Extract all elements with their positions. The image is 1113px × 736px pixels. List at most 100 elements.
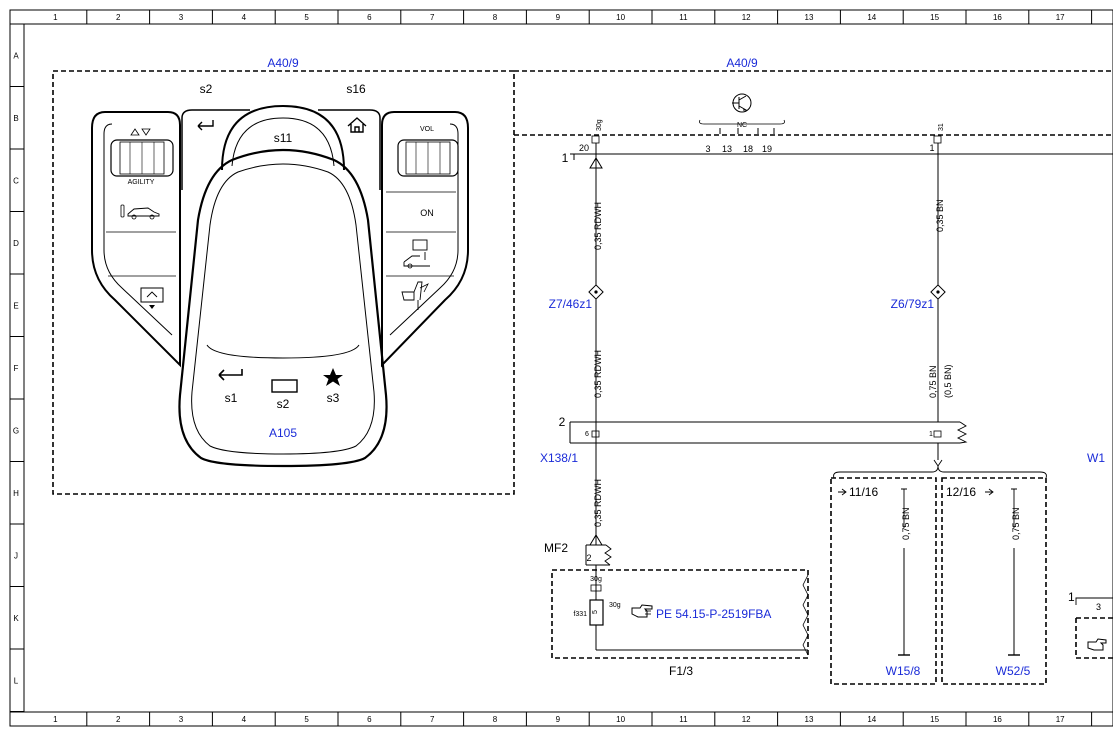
grid-column-label: 4: [242, 715, 247, 724]
splice-z7-label[interactable]: Z7/46z1: [549, 297, 593, 311]
grid-column-label: 8: [493, 715, 498, 724]
w1-partial-label[interactable]: W1: [1087, 451, 1105, 465]
fuse-rating-label: 5: [592, 610, 599, 614]
grid-row-label: A: [13, 51, 19, 60]
mf2-label: MF2: [544, 541, 568, 555]
x138-label[interactable]: X138/1: [540, 451, 578, 465]
nc-pin-13: 13: [722, 144, 732, 154]
pin-20-label: 20: [579, 143, 589, 153]
fuse-id-label: f331: [573, 611, 587, 618]
grid-row-label: D: [13, 239, 19, 248]
camera-parking-icon: [403, 239, 430, 269]
grid-column-label: 15: [930, 13, 939, 22]
grid-column-label: 6: [367, 13, 372, 22]
grid-column-label: 9: [556, 13, 561, 22]
grid-column-label: 11: [679, 715, 688, 724]
a40-9-right-label[interactable]: A40/9: [726, 56, 758, 70]
pin-31-top: 31: [938, 123, 945, 131]
grid-column-label: 12: [742, 715, 751, 724]
wire-bn-middle-label: 0,75 BN: [928, 365, 938, 398]
grid-column-label: 7: [430, 13, 435, 22]
wire-rdwh-middle-label: 0,35 RDWH: [593, 350, 603, 398]
star-icon: [323, 368, 343, 386]
switch-s2-bottom-label: s2: [277, 397, 290, 411]
grid-column-label: 6: [367, 715, 372, 724]
splice-z6-label[interactable]: Z6/79z1: [891, 297, 935, 311]
grid-row-label: E: [13, 301, 18, 310]
grid-column-label: 12: [742, 13, 751, 22]
wire-rdwh-lower-label: 0,35 RDWH: [593, 479, 603, 527]
switch-s3-label: s3: [327, 391, 340, 405]
nc-pin-19: 19: [762, 144, 772, 154]
grid-row-label: F: [14, 364, 19, 373]
grid-column-label: 16: [993, 13, 1002, 22]
grid-column-label: 11: [679, 13, 688, 22]
nc-pin-18: 18: [743, 144, 753, 154]
grid-column-label: 10: [616, 715, 625, 724]
ref-12-16: 12/16: [946, 485, 976, 499]
row-ticks: A B C D E F G H J K L: [10, 51, 24, 712]
grid-row-label: K: [13, 614, 19, 623]
grid-column-label: 5: [304, 13, 309, 22]
grid-column-label: 3: [179, 13, 184, 22]
nc-label: NC: [737, 122, 747, 129]
mf2-connector: [585, 534, 612, 566]
grid-column-label: 14: [867, 715, 876, 724]
switch-s1-label: s1: [225, 391, 238, 405]
bus-2-number: 2: [559, 415, 566, 429]
fuse-box-f1-3-label: F1/3: [669, 664, 693, 678]
nc-pin-3: 3: [705, 144, 710, 154]
grid-column-label: 1: [53, 715, 58, 724]
grid-column-label: 17: [1056, 13, 1065, 22]
mf2-pin-label: 2: [586, 553, 591, 563]
ground-w52-box: [941, 477, 1047, 685]
pin-1-top-label: 1: [929, 143, 934, 153]
grid-column-label: 16: [993, 715, 1002, 724]
fuse-side-30g: 30g: [609, 602, 621, 609]
grid-row-label: C: [13, 176, 19, 185]
control-panel-drawing: [91, 104, 469, 468]
grid-row-label: G: [13, 426, 19, 435]
switch-s11-label: s11: [274, 131, 293, 145]
x138-pin-1: 1: [929, 431, 933, 438]
grid-column-label: 9: [556, 715, 561, 724]
grid-column-label: 3: [179, 715, 184, 724]
grid-column-label: 2: [116, 715, 121, 724]
vol-label: VOL: [420, 126, 434, 133]
grid-frame: 1122334455667788991010111112121313141415…: [9, 9, 1113, 727]
grid-row-label: B: [13, 114, 18, 123]
wire-bn-w15-label: 0,75 BN: [901, 507, 911, 540]
grid-column-label: 13: [805, 13, 814, 22]
wire-rdwh-upper-label: 0,35 RDWH: [593, 202, 603, 250]
wire-bn-middle-alt-label: (0,5 BN): [943, 364, 953, 398]
partial-pin-3: 3: [1096, 602, 1101, 612]
pe-reference-link[interactable]: PE 54.15-P-2519FBA: [656, 607, 771, 621]
grid-column-label: 5: [304, 715, 309, 724]
home-icon: [347, 117, 367, 133]
touchpad-a105-label[interactable]: A105: [269, 426, 297, 440]
back-arrow-icon: [197, 120, 214, 131]
pointing-hand-icon[interactable]: [631, 604, 653, 618]
x138-pin-6: 6: [585, 431, 589, 438]
grid-row-label: H: [13, 489, 19, 498]
fuse-pin-30g: 30g: [590, 576, 602, 583]
ground-w15-label[interactable]: W15/8: [886, 664, 921, 678]
grid-column-label: 2: [116, 13, 121, 22]
rectangle-button-icon: [271, 379, 298, 393]
a40-9-left-label[interactable]: A40/9: [267, 56, 299, 70]
grid-row-label: J: [14, 551, 18, 560]
return-arrow-icon: [218, 369, 243, 381]
ground-w52-label[interactable]: W52/5: [996, 664, 1031, 678]
ground-w15-box: [830, 477, 937, 685]
wire-bn-upper-label: 0,35 BN: [935, 199, 945, 232]
pointing-hand-partial-icon: [1087, 638, 1107, 651]
partial-box: [1075, 617, 1113, 659]
ref-11-16: 11/16: [849, 485, 878, 499]
car-profile-icon: [120, 204, 160, 220]
partial-pin-1: 1: [1068, 590, 1075, 604]
a40-9-left-boundary: [52, 70, 515, 495]
pin-30g-top: 30g: [596, 119, 603, 131]
park-assist-icon: [140, 287, 164, 309]
grid-row-label: L: [14, 676, 19, 685]
